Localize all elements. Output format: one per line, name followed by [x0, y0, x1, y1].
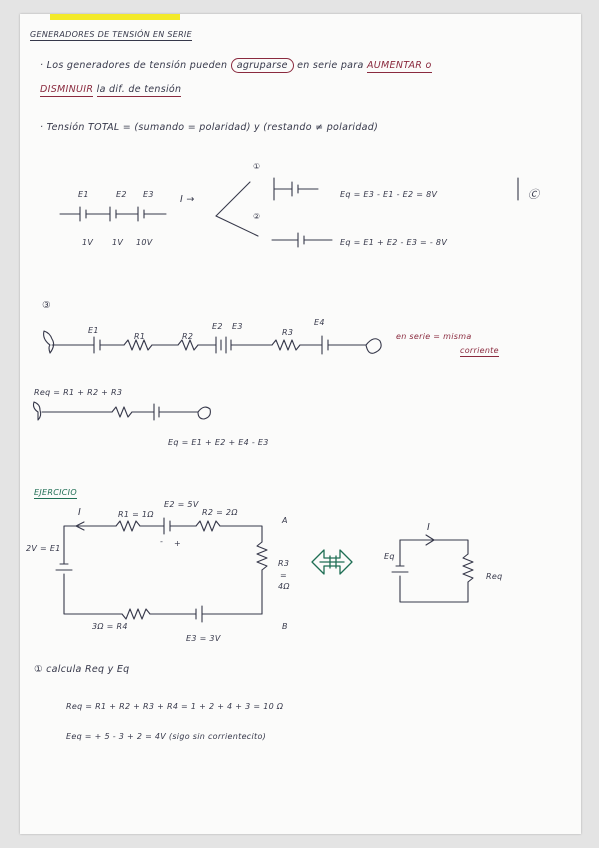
- eq-circuit-current: I: [427, 522, 431, 533]
- eq-formula: Eq = E1 + E2 + E4 - E3: [168, 438, 269, 447]
- ex-current-label: I: [78, 507, 82, 518]
- intro-red-b: DISMINUIR: [40, 84, 94, 97]
- d1-equation-1-mark: Ⓒ: [528, 188, 540, 201]
- d1-value-e1: 1V: [82, 238, 94, 247]
- d1-label-e1: E1: [78, 190, 89, 199]
- calc-prompt: ① calcula Req y Eq: [34, 664, 130, 675]
- ex-plus-sign: +: [174, 539, 182, 548]
- d1-equation-2: Eq = E1 + E2 - E3 = - 8V: [340, 238, 448, 247]
- d2-number: ③: [42, 300, 51, 311]
- d2-label-r3: R3: [282, 328, 294, 337]
- ex-r2-label: R2 = 2Ω: [202, 508, 238, 517]
- d2-note-line-1: en serie = misma: [396, 332, 472, 341]
- yellow-tape: [50, 14, 180, 20]
- double-arrow: [311, 549, 353, 575]
- d2-label-e3: E3: [232, 322, 243, 331]
- exercise-title: EJERCICIO: [34, 488, 77, 499]
- d2-series-chain: [43, 330, 382, 355]
- ex-r1-label: R1 = 1Ω: [118, 510, 154, 519]
- d1-option-2: ②: [253, 212, 261, 221]
- notebook-page: GENERADORES DE TENSIÓN EN SERIE · Los ge…: [20, 14, 581, 834]
- d2-label-e1: E1: [88, 326, 99, 335]
- ex-r4-label: 3Ω = R4: [92, 622, 128, 631]
- ex-node-b: B: [282, 622, 288, 631]
- d1-value-e2: 1V: [112, 238, 124, 247]
- d1-battery-chain: [59, 206, 167, 222]
- d2-label-e4: E4: [314, 318, 325, 327]
- d2-label-r1: R1: [134, 332, 146, 341]
- ex-r3-label: R3: [278, 559, 290, 568]
- d2-note-line-2: corriente: [460, 346, 499, 357]
- d2-label-e2: E2: [212, 322, 223, 331]
- calc-eq-line: Eeq = + 5 - 3 + 2 = 4V (sigo sin corrien…: [66, 732, 267, 741]
- intro-text-a: · Los generadores de tensión pueden: [40, 60, 228, 71]
- req-formula: Req = R1 + R2 + R3: [34, 388, 123, 397]
- intro-line-1: · Los generadores de tensión pueden agru…: [40, 58, 432, 73]
- d1-current-label: I →: [180, 194, 195, 205]
- d1-equation-1: Eq = E3 - E1 - E2 = 8V: [340, 190, 438, 199]
- d1-option1-battery: [273, 177, 519, 201]
- intro-red-a: AUMENTAR o: [366, 60, 432, 73]
- ex-e2-label: E2 = 5V: [164, 500, 199, 509]
- simplified-circuit: [32, 401, 211, 421]
- d1-branch-lines: [215, 181, 259, 237]
- intro-text-c: la dif. de tensión: [96, 84, 182, 97]
- exercise-circuit: [55, 517, 268, 623]
- page-title: GENERADORES DE TENSIÓN EN SERIE: [30, 30, 192, 41]
- ex-r3-equals: =: [280, 571, 288, 580]
- ex-r3-value: 4Ω: [278, 582, 290, 591]
- ex-e1-label: 2V = E1: [26, 544, 61, 553]
- d1-label-e2: E2: [116, 190, 127, 199]
- ex-e3-label: E3 = 3V: [186, 634, 221, 643]
- d1-option-1: ①: [253, 162, 261, 171]
- total-voltage-rule: · Tensión TOTAL = (sumando = polaridad) …: [40, 122, 379, 133]
- d1-label-e3: E3: [143, 190, 154, 199]
- d2-label-r2: R2: [182, 332, 194, 341]
- intro-line-2: DISMINUIR la dif. de tensión: [40, 84, 182, 97]
- intro-text-b: en serie para: [297, 60, 364, 71]
- d1-value-e3: 10V: [136, 238, 153, 247]
- eq-circuit-e-label: Eq: [384, 552, 395, 561]
- calc-req-line: Req = R1 + R2 + R3 + R4 = 1 + 2 + 4 + 3 …: [66, 702, 284, 711]
- circuit-drawings: [32, 177, 519, 623]
- eq-circuit-r-label: Req: [486, 572, 503, 581]
- intro-circled-word: agruparse: [230, 58, 294, 73]
- ex-node-a: A: [282, 516, 288, 525]
- d1-option2-battery: [271, 232, 333, 248]
- ex-minus-sign: -: [160, 537, 164, 546]
- equivalent-circuit: [391, 534, 474, 603]
